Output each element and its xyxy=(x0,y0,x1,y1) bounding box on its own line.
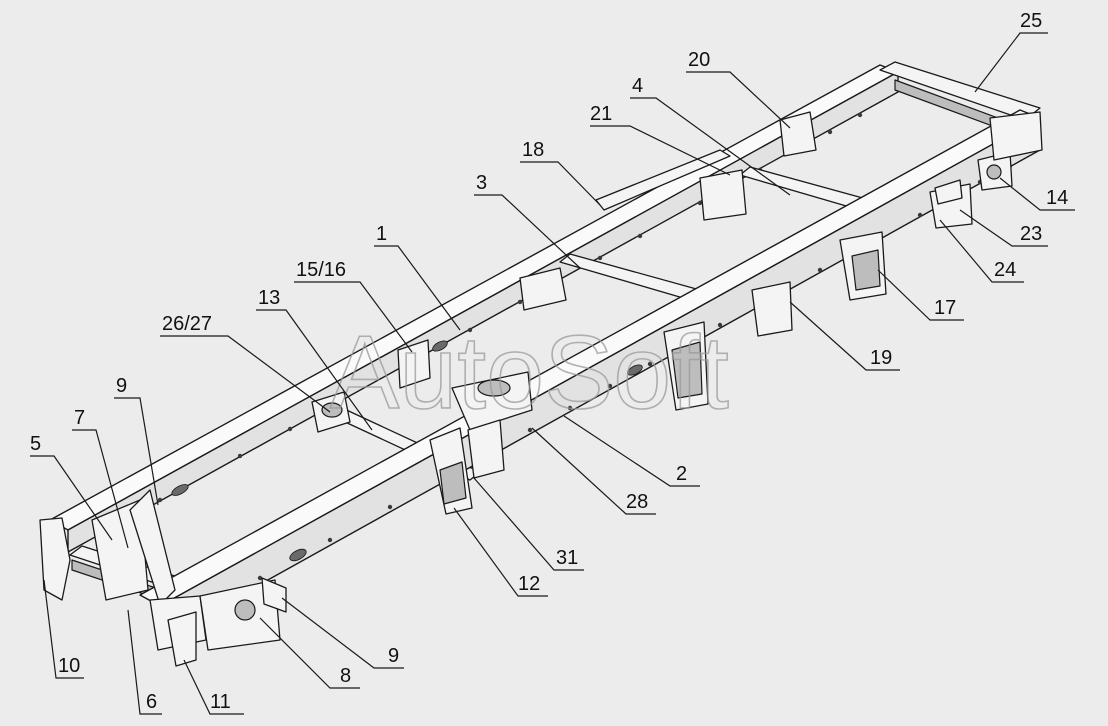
cross-member-3 xyxy=(559,253,701,301)
bracket-9 xyxy=(261,577,287,613)
mid-frame-parts xyxy=(311,111,1043,515)
callout-20: 20 xyxy=(688,49,710,71)
callout-7: 7 xyxy=(74,407,85,429)
callout-21: 21 xyxy=(590,103,612,125)
callout-labels: 25 20 4 21 18 3 14 23 24 17 19 1 15/16 1… xyxy=(30,10,1068,713)
far-rail-web xyxy=(67,71,899,553)
rail-plate-18 xyxy=(595,149,731,211)
callout-10: 10 xyxy=(58,655,80,677)
callout-1: 1 xyxy=(376,223,387,245)
bracket-15-16 xyxy=(397,339,431,389)
callout-26-27: 26/27 xyxy=(162,313,212,335)
bracket-19 xyxy=(751,281,793,337)
front-panel-7 xyxy=(91,499,149,601)
rear-end-plate xyxy=(989,111,1043,161)
callout-9-lower: 9 xyxy=(388,645,399,667)
callout-3: 3 xyxy=(476,172,487,194)
callout-13: 13 xyxy=(258,287,280,309)
callout-12: 12 xyxy=(518,573,540,595)
callout-6: 6 xyxy=(146,691,157,713)
callout-5: 5 xyxy=(30,433,41,455)
bracket-21 xyxy=(699,169,747,221)
front-bracket-10 xyxy=(39,517,71,601)
callout-19: 19 xyxy=(870,347,892,369)
callout-17: 17 xyxy=(934,297,956,319)
callout-31: 31 xyxy=(556,547,578,569)
callout-24: 24 xyxy=(994,259,1016,281)
front-gusset-9 xyxy=(129,489,176,606)
callout-14: 14 xyxy=(1046,187,1068,209)
callout-8: 8 xyxy=(340,665,351,687)
bracket-3-mount xyxy=(519,267,567,311)
callout-23: 23 xyxy=(1020,223,1042,245)
tower-bracket-column xyxy=(467,419,505,479)
tow-hook-11 xyxy=(167,611,197,667)
callout-15-16: 15/16 xyxy=(296,259,346,281)
tower-bracket-top xyxy=(451,371,533,431)
callout-4: 4 xyxy=(632,75,643,97)
callout-leaders xyxy=(30,32,1075,715)
callout-2: 2 xyxy=(676,463,687,485)
bracket-23 xyxy=(934,179,963,205)
rear-cross-member-25 xyxy=(879,61,1041,121)
callout-9-upper: 9 xyxy=(116,375,127,397)
front-end-parts xyxy=(39,489,287,667)
callout-11: 11 xyxy=(210,691,231,713)
callout-25: 25 xyxy=(1020,10,1042,32)
watermark: AutoSoft xyxy=(330,315,729,431)
bracket-20 xyxy=(779,111,817,157)
callout-18: 18 xyxy=(522,139,544,161)
callout-28: 28 xyxy=(626,491,648,513)
